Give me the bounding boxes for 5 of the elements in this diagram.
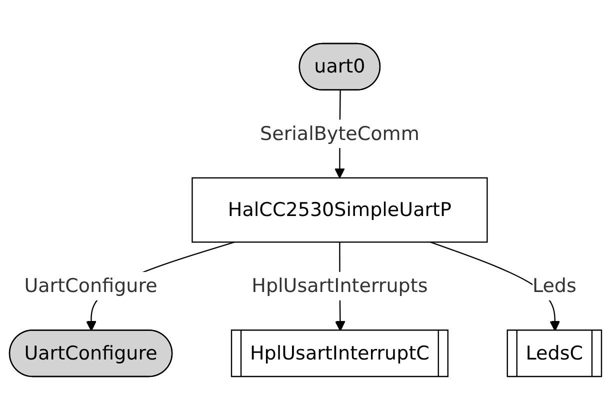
edge-label: SerialByteComm [260, 122, 420, 145]
edge-label: UartConfigure [24, 274, 158, 297]
edge-label: Leds [532, 274, 576, 297]
edge-label: HplUsartInterrupts [252, 274, 428, 297]
node-box: HalCC2530SimpleUartP [192, 177, 488, 243]
